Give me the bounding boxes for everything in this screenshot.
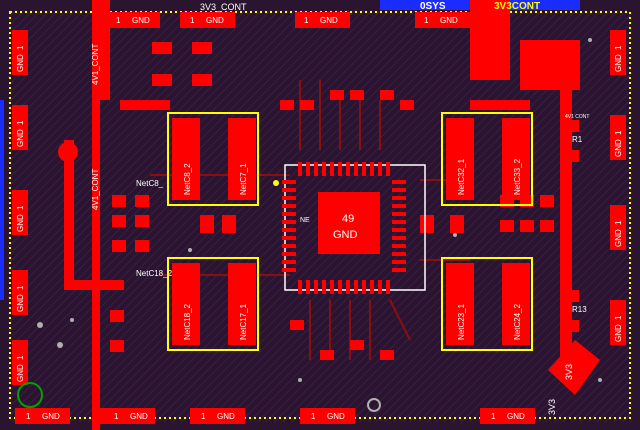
pad-bottom-1-num: 1 — [26, 412, 31, 421]
cap-c18-c17[interactable]: NetC18_2 NetC17_1 — [167, 257, 259, 351]
pad-left-4: GND — [16, 294, 25, 312]
edge-pads-top: 1 GND 1 GND 1 GND 1 GND — [105, 12, 470, 28]
vias — [37, 38, 602, 382]
edge-pads-bottom: 1 GND 1 GND 1 GND 1 GND 1 GND — [15, 408, 535, 424]
net-c17-label: NetC17_1 — [239, 303, 248, 340]
net-c23-label: NetC23_1 — [457, 303, 466, 340]
ref-r1: R1 — [572, 135, 583, 144]
pad-bottom-2-num: 1 — [114, 412, 119, 421]
net-c8-side-label: NetC8_ — [136, 179, 164, 188]
power-traces — [64, 0, 600, 430]
pad-top-2-net: GND — [206, 16, 224, 25]
pad-right-4: GND — [614, 324, 623, 342]
net-label-4v1-cont-upper: 4V1_CONT — [91, 44, 100, 85]
pad-top-1-net: GND — [132, 16, 150, 25]
net-label-3v3-cont: 3V3_CONT — [200, 2, 247, 12]
net-c32-label: NetC32_1 — [457, 158, 466, 195]
pad-left-2: GND — [16, 129, 25, 147]
pad-right-2: GND — [614, 139, 623, 157]
test-point-left — [58, 142, 78, 162]
ic-exposed-pad — [318, 192, 380, 254]
smd-components — [110, 42, 579, 360]
net-c18-label: NetC18_2 — [183, 303, 192, 340]
cap-c23-c24[interactable]: NetC23_1 NetC24_2 — [441, 257, 533, 351]
pad-top-3-num: 1 — [304, 16, 309, 25]
net-label-3v3-right-b: 3V3 — [547, 399, 557, 415]
pin1-marker — [273, 180, 279, 186]
qfn-ic-u1[interactable]: 49 GND — [282, 162, 426, 294]
pad-top-1-num: 1 — [116, 16, 121, 25]
pad-bottom-1-net: GND — [42, 412, 60, 421]
pad-bottom-5-num: 1 — [491, 412, 496, 421]
pad-right-3: GND — [614, 229, 623, 247]
cap-c32-c33[interactable]: NetC32_1 NetC33_2 — [441, 112, 533, 206]
pad-bottom-2-net: GND — [130, 412, 148, 421]
pad-left-1-num: 1 — [16, 45, 25, 50]
mounting-hole — [367, 398, 381, 412]
edge-pads-right: GND 1 GND 1 GND 1 GND 1 — [610, 30, 626, 345]
ic-pin-net: GND — [333, 229, 358, 241]
pad-bottom-4-num: 1 — [311, 412, 316, 421]
net-label-4v1-cont-lower: 4V1_CONT — [91, 169, 100, 210]
net-label-3v3-right-a: 3V3 — [564, 364, 574, 380]
pad-left-5-num: 1 — [16, 355, 25, 360]
pad-left-1: GND — [16, 54, 25, 72]
pad-left-2-num: 1 — [16, 120, 25, 125]
net-c8-label: NetC8_2 — [183, 163, 192, 195]
ref-4v1-cont: 4V1 CONT — [565, 114, 589, 120]
pad-right-1: GND — [614, 54, 623, 72]
pad-bottom-3-num: 1 — [201, 412, 206, 421]
ref-r13: R13 — [572, 305, 587, 314]
pad-left-3: GND — [16, 214, 25, 232]
pad-left-3-num: 1 — [16, 205, 25, 210]
green-outline-marker — [17, 382, 43, 408]
bottom-layer-trace-left — [0, 100, 4, 300]
pad-left-5: GND — [16, 364, 25, 382]
pad-left-4-num: 1 — [16, 285, 25, 290]
pad-top-4-net: GND — [440, 16, 458, 25]
edge-pads-left: GND 1 GND 1 GND 1 GND 1 GND 1 — [12, 30, 28, 385]
net-c18-side-label: NetC18_2 — [136, 269, 173, 278]
ic-pin-number: 49 — [342, 213, 354, 225]
net-label-0sys: 0SYS — [420, 1, 446, 12]
pad-right-4-num: 1 — [614, 315, 623, 320]
pad-top-4-num: 1 — [424, 16, 429, 25]
pad-bottom-4-net: GND — [327, 412, 345, 421]
label-ne: NE — [300, 217, 310, 224]
net-c7-label: NetC7_1 — [239, 163, 248, 195]
cap-c8-c7[interactable]: NetC8_2 NetC7_1 — [167, 112, 259, 206]
pad-bottom-5-net: GND — [507, 412, 525, 421]
pad-right-2-num: 1 — [614, 130, 623, 135]
pad-bottom-3-net: GND — [217, 412, 235, 421]
pad-top-2-num: 1 — [190, 16, 195, 25]
pad-top-3-net: GND — [320, 16, 338, 25]
pad-right-1-num: 1 — [614, 45, 623, 50]
pad-right-3-num: 1 — [614, 220, 623, 225]
net-label-3v3cont: 3V3CONT — [494, 1, 540, 12]
net-c33-label: NetC33_2 — [513, 158, 522, 195]
net-c24-label: NetC24_2 — [513, 303, 522, 340]
